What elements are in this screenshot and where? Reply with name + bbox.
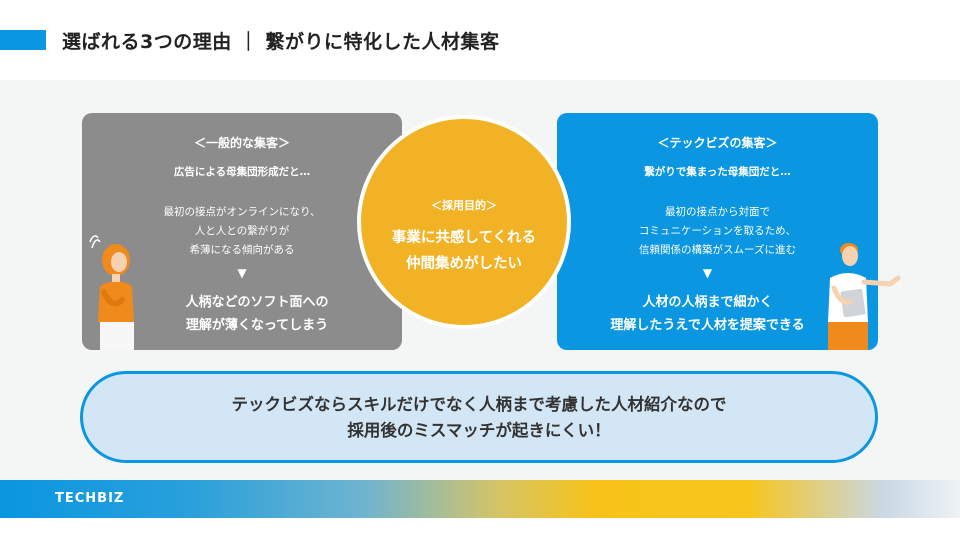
right-conclusion-2: 理解したうえで人材を提案できる bbox=[610, 318, 805, 333]
left-panel-subheading: 広告による母集団形成だと… bbox=[173, 166, 311, 178]
right-line-2: コミュニケーションを取るため、 bbox=[638, 225, 797, 237]
left-line-2: 人と人との繋がりが bbox=[194, 225, 290, 237]
summary-text: テックビズならスキルだけでなく人柄まで考慮した人材紹介なので 採用後のミスマッチ… bbox=[83, 392, 875, 444]
right-panel-heading: ＜テックビズの集客＞ bbox=[657, 136, 778, 150]
header-accent-bar bbox=[0, 30, 46, 50]
left-line-1: 最初の接点がオンラインになり、 bbox=[163, 206, 321, 218]
right-panel-subheading: 繋がりで集まった母集団だと… bbox=[644, 166, 791, 178]
left-panel-heading: ＜一般的な集客＞ bbox=[193, 136, 290, 150]
right-conclusion-1: 人材の人柄まで細かく bbox=[642, 295, 773, 310]
summary-line-1: テックビズならスキルだけでなく人柄まで考慮した人材紹介なので bbox=[231, 395, 727, 414]
techbiz-logo: TECHBIZ bbox=[55, 491, 125, 506]
worried-person-icon bbox=[89, 235, 134, 350]
down-arrow-icon: ▼ bbox=[237, 266, 247, 280]
general-recruiting-panel: ＜一般的な集客＞ 広告による母集団形成だと… 最初の接点がオンラインになり、 人… bbox=[82, 113, 402, 350]
footer-band: TECHBIZ bbox=[0, 480, 960, 518]
right-line-3: 信頼関係の構築がスムーズに進む bbox=[639, 244, 796, 256]
left-conclusion-2: 理解が薄くなってしまう bbox=[185, 318, 329, 333]
presenter-person-icon bbox=[828, 243, 901, 350]
techbiz-recruiting-panel: ＜テックビズの集客＞ 繋がりで集まった母集団だと… 最初の接点から対面で コミュ… bbox=[557, 113, 878, 350]
left-line-3: 希薄になる傾向がある bbox=[189, 244, 295, 256]
circle-text: 事業に共感してくれる 仲間集めがしたい bbox=[361, 225, 567, 277]
slide-header: 選ばれる3つの理由 ｜ 繋がりに特化した人材集客 bbox=[0, 0, 960, 80]
right-line-1: 最初の接点から対面で bbox=[665, 206, 770, 218]
right-panel-description: 最初の接点から対面で コミュニケーションを取るため、 信頼関係の構築がスムーズに… bbox=[557, 203, 878, 260]
summary-callout: テックビズならスキルだけでなく人柄まで考慮した人材紹介なので 採用後のミスマッチ… bbox=[80, 371, 878, 463]
circle-label: ＜採用目的＞ bbox=[431, 199, 497, 212]
down-arrow-icon: ▼ bbox=[702, 266, 713, 280]
left-panel-conclusion: 人柄などのソフト面への 理解が薄くなってしまう bbox=[82, 291, 402, 337]
left-panel-description: 最初の接点がオンラインになり、 人と人との繋がりが 希薄になる傾向がある bbox=[82, 203, 402, 260]
recruitment-goal-circle: ＜採用目的＞ 事業に共感してくれる 仲間集めがしたい bbox=[357, 115, 571, 329]
page-title: 選ばれる3つの理由 ｜ 繋がりに特化した人材集客 bbox=[62, 31, 500, 53]
summary-line-2: 採用後のミスマッチが起きにくい！ bbox=[347, 421, 611, 440]
left-conclusion-1: 人柄などのソフト面への bbox=[185, 295, 329, 310]
right-panel-conclusion: 人材の人柄まで細かく 理解したうえで人材を提案できる bbox=[557, 291, 878, 337]
circle-line-1: 事業に共感してくれる bbox=[391, 230, 537, 246]
circle-line-2: 仲間集めがしたい bbox=[406, 256, 522, 272]
